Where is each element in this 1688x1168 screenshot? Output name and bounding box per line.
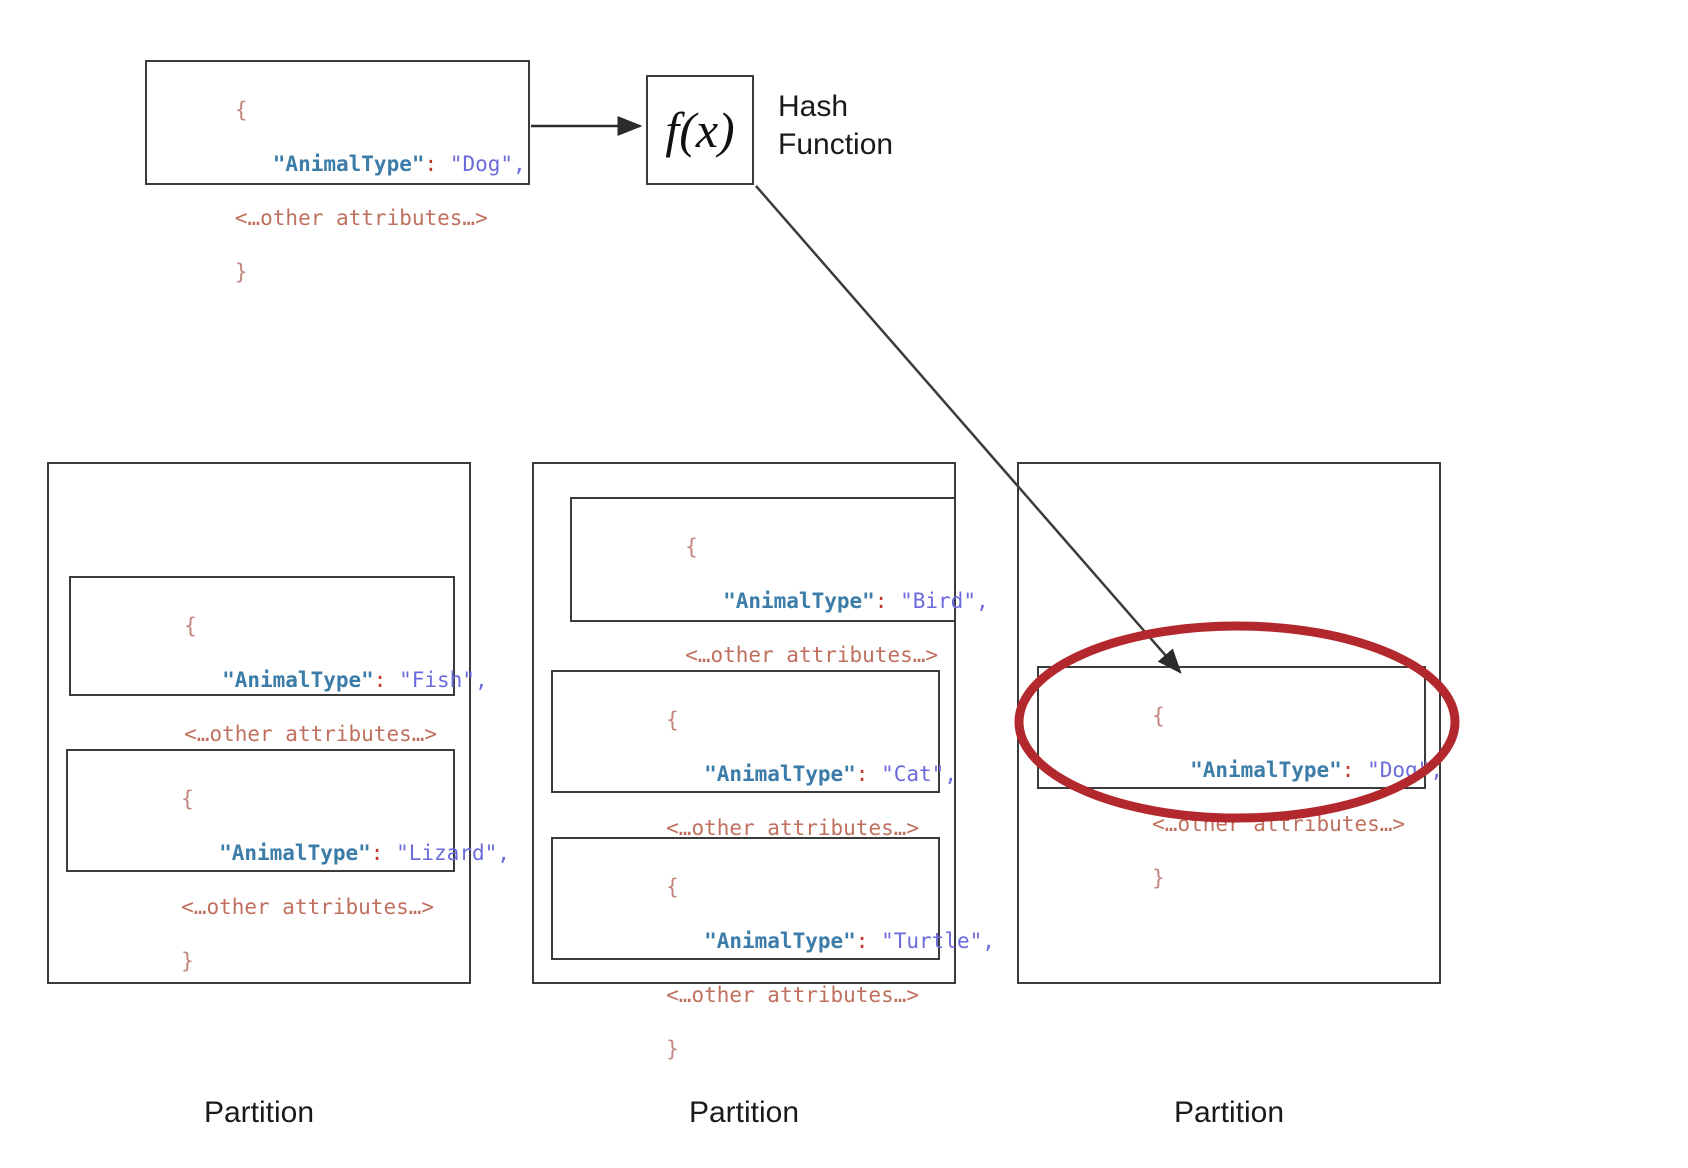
record-json-turtle: { "AnimalType": "Turtle", <…other attrib… bbox=[565, 847, 995, 1090]
json-open-brace: { bbox=[666, 875, 679, 899]
json-value: "Bird", bbox=[900, 589, 989, 613]
json-value: "Lizard", bbox=[396, 841, 510, 865]
json-key: "AnimalType" bbox=[723, 589, 875, 613]
json-value: "Dog", bbox=[449, 152, 526, 176]
json-attributes: <…other attributes…> bbox=[1152, 812, 1406, 836]
json-attributes: <…other attributes…> bbox=[666, 983, 920, 1007]
json-colon: : bbox=[373, 668, 387, 692]
json-colon: : bbox=[855, 929, 869, 953]
record-box-dog: { "AnimalType": "Dog", <…other attribute… bbox=[1037, 666, 1443, 890]
record-json-fish: { "AnimalType": "Fish", <…other attribut… bbox=[83, 586, 488, 829]
json-key: "AnimalType" bbox=[1190, 758, 1342, 782]
json-close-brace: } bbox=[666, 1037, 679, 1061]
record-box-lizard: { "AnimalType": "Lizard", <…other attrib… bbox=[66, 749, 510, 973]
json-colon: : bbox=[1341, 758, 1355, 782]
partition-1-caption: Partition bbox=[203, 1096, 315, 1129]
partition-1-box: { "AnimalType": "Fish", <…other attribut… bbox=[47, 462, 510, 984]
json-colon: : bbox=[855, 762, 869, 786]
json-key: "AnimalType" bbox=[704, 929, 856, 953]
json-key: "AnimalType" bbox=[219, 841, 371, 865]
record-box-turtle: { "AnimalType": "Turtle", <…other attrib… bbox=[551, 837, 995, 1061]
partition-3-caption: Partition bbox=[1173, 1096, 1285, 1129]
record-box-fish: { "AnimalType": "Fish", <…other attribut… bbox=[69, 576, 488, 800]
json-close-brace: } bbox=[1152, 866, 1165, 890]
partition-3-box: { "AnimalType": "Dog", <…other attribute… bbox=[1017, 462, 1443, 984]
json-open-brace: { bbox=[184, 614, 197, 638]
json-attributes: <…other attributes…> bbox=[234, 206, 488, 230]
json-close-brace: } bbox=[181, 949, 194, 973]
hash-function-label: Hash Function bbox=[778, 90, 894, 161]
json-key: "AnimalType" bbox=[222, 668, 374, 692]
record-box-bird: { "AnimalType": "Bird", <…other attribut… bbox=[570, 497, 989, 721]
record-box-cat: { "AnimalType": "Cat", <…other attribute… bbox=[551, 670, 957, 894]
json-attributes: <…other attributes…> bbox=[184, 722, 438, 746]
hash-function-glyph: f(x) bbox=[665, 102, 735, 158]
json-colon: : bbox=[370, 841, 384, 865]
partition-2-box: { "AnimalType": "Bird", <…other attribut… bbox=[532, 462, 995, 1061]
json-open-brace: { bbox=[1152, 704, 1165, 728]
json-open-brace: { bbox=[234, 98, 248, 122]
json-colon: : bbox=[424, 152, 438, 176]
record-json-dog: { "AnimalType": "Dog", <…other attribute… bbox=[1051, 676, 1443, 919]
json-key: "AnimalType" bbox=[704, 762, 856, 786]
json-open-brace: { bbox=[181, 787, 194, 811]
json-open-brace: { bbox=[685, 535, 698, 559]
record-json-lizard: { "AnimalType": "Lizard", <…other attrib… bbox=[80, 759, 510, 1002]
json-close-brace: } bbox=[234, 260, 248, 284]
json-attributes: <…other attributes…> bbox=[666, 816, 920, 840]
hash-function-box: f(x) bbox=[646, 75, 754, 185]
json-value: "Fish", bbox=[399, 668, 488, 692]
json-value: "Cat", bbox=[881, 762, 957, 786]
partition-2-caption: Partition bbox=[688, 1096, 800, 1129]
source-record-json: { "AnimalType": "Dog", <…other attribute… bbox=[159, 70, 526, 313]
json-value: "Turtle", bbox=[881, 929, 995, 953]
json-value: "Dog", bbox=[1367, 758, 1443, 782]
json-attributes: <…other attributes…> bbox=[685, 643, 939, 667]
json-attributes: <…other attributes…> bbox=[181, 895, 435, 919]
json-key: "AnimalType" bbox=[272, 152, 425, 176]
source-record-box: { "AnimalType": "Dog", <…other attribute… bbox=[145, 60, 530, 284]
json-colon: : bbox=[874, 589, 888, 613]
json-open-brace: { bbox=[666, 708, 679, 732]
